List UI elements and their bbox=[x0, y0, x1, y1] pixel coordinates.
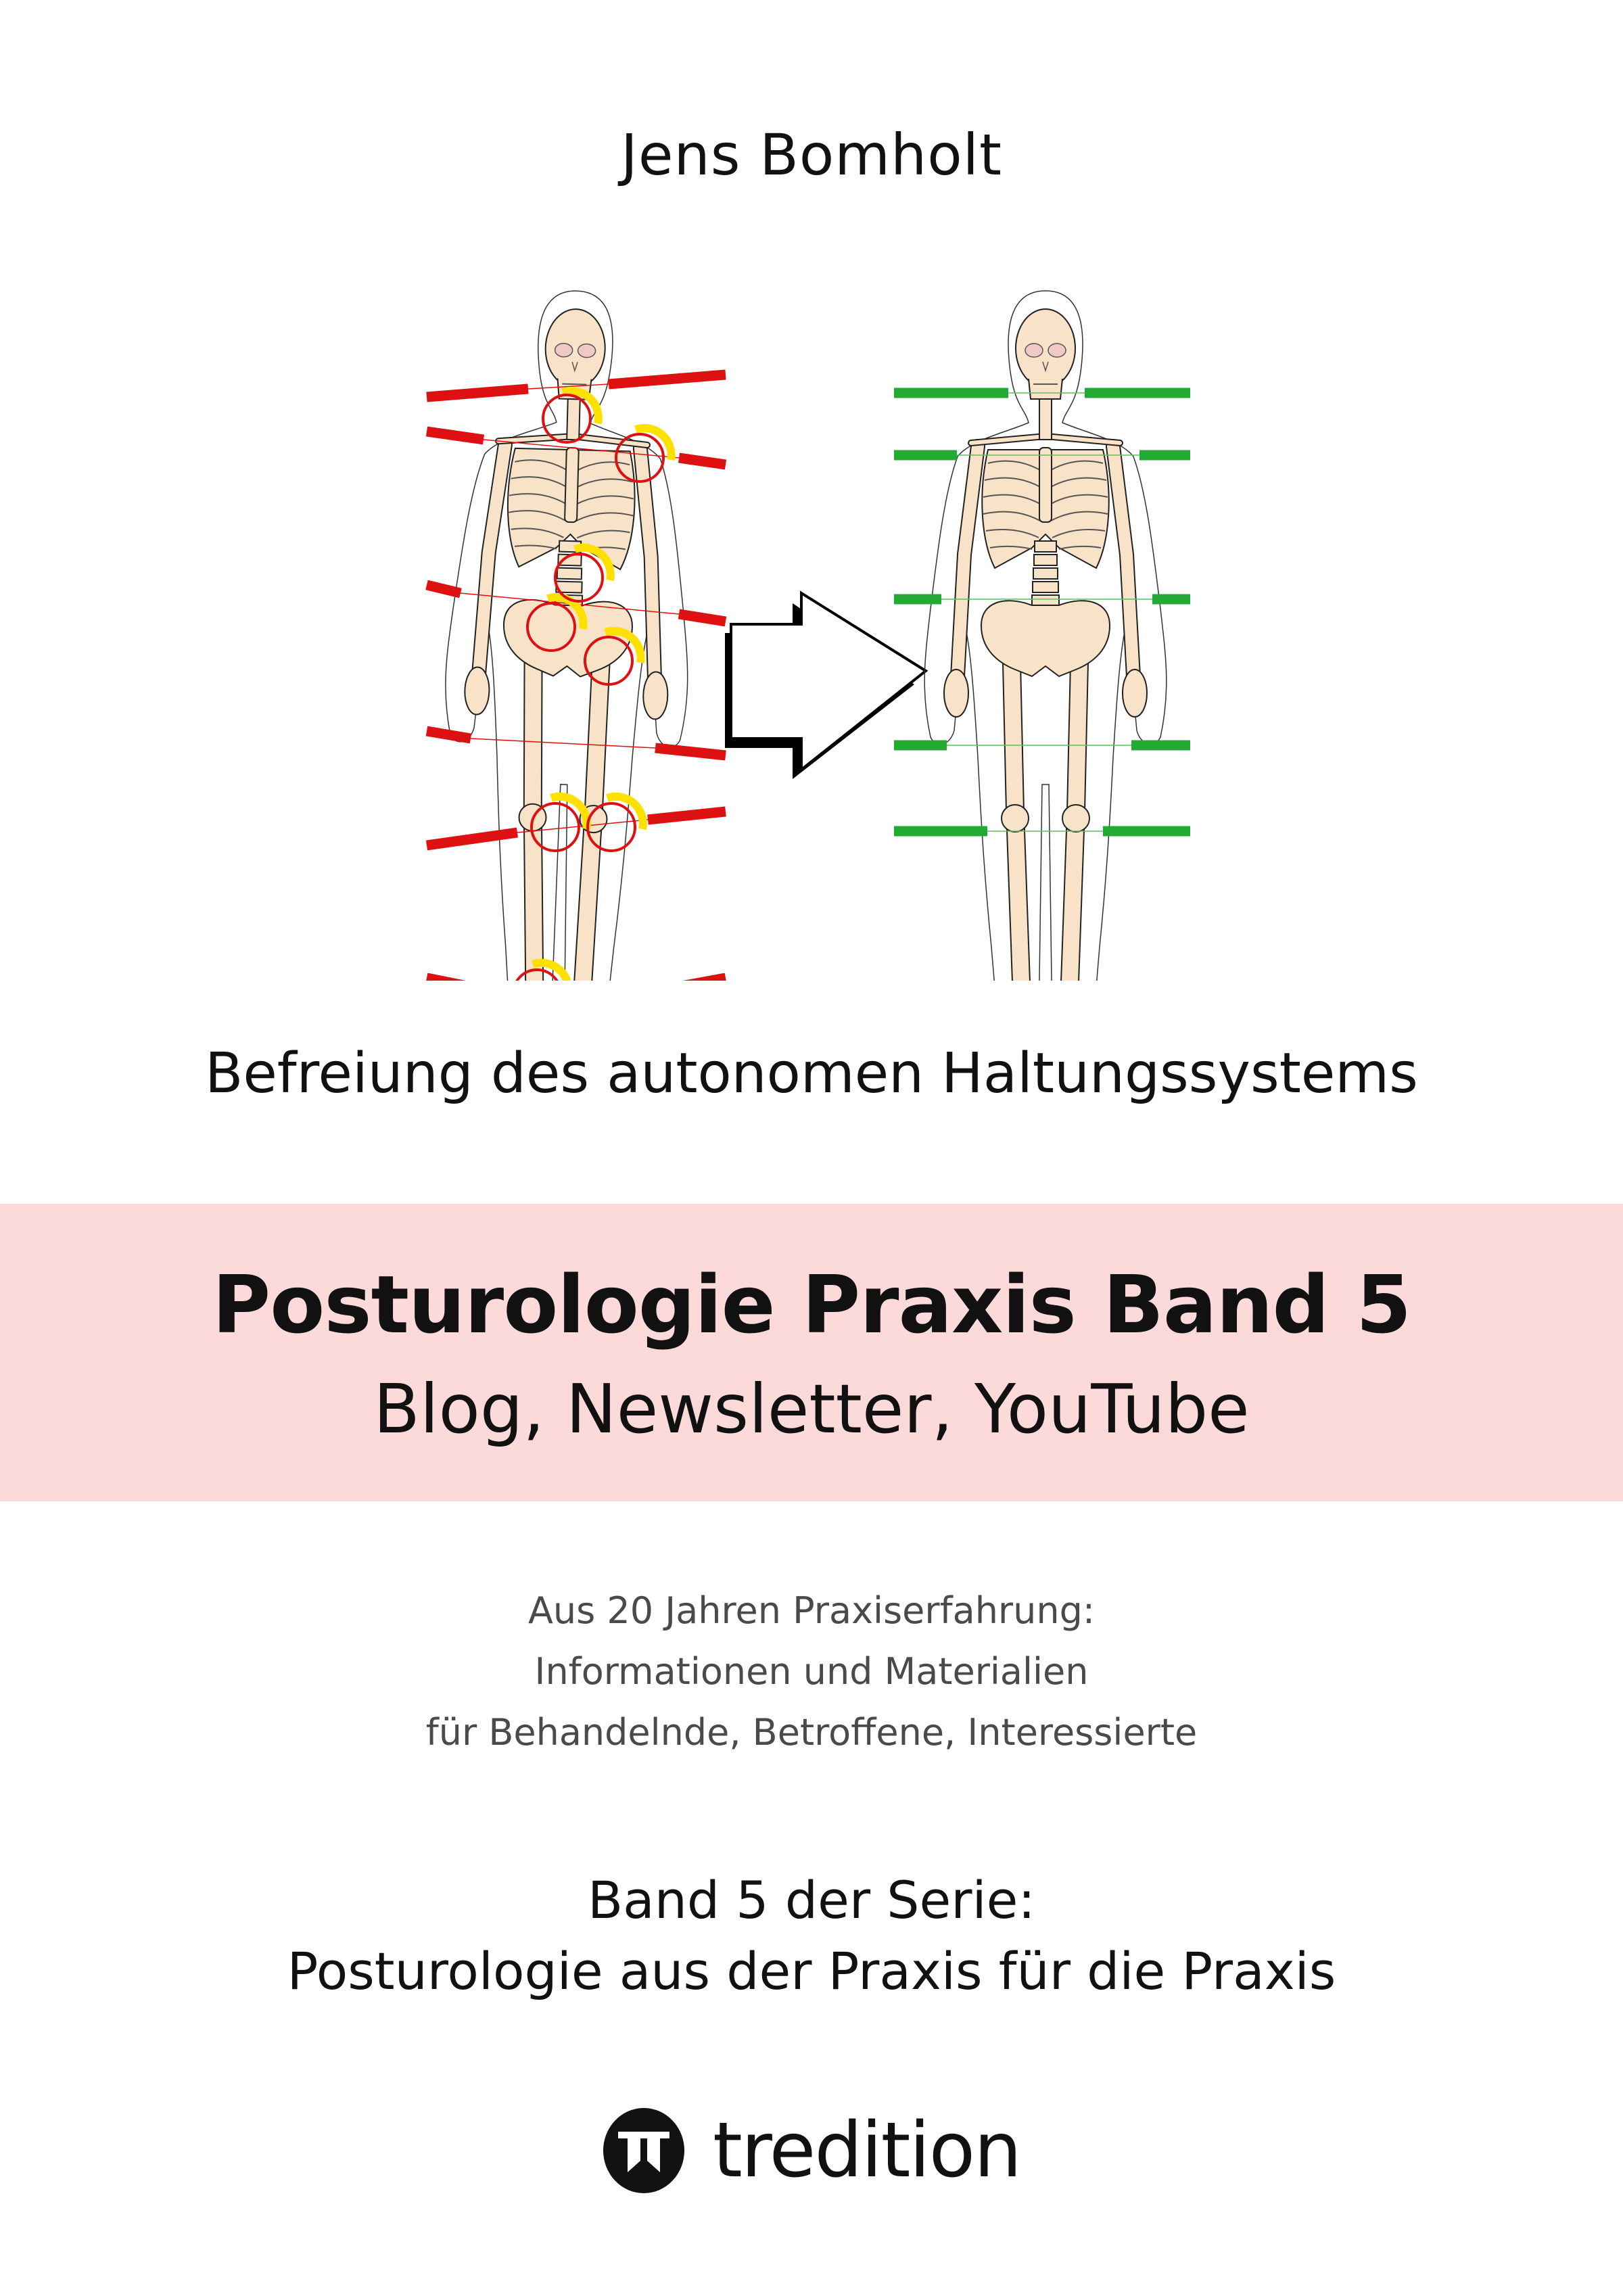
rotation-markers bbox=[515, 386, 676, 981]
publisher-logo: tredition bbox=[602, 2107, 1022, 2195]
series-line: Posturologie aus der Praxis für die Prax… bbox=[287, 1941, 1336, 2001]
subtitle: Befreiung des autonomen Haltungssystems bbox=[205, 1041, 1418, 1106]
author-name: Jens Bomholt bbox=[621, 122, 1002, 188]
alignment-bars bbox=[894, 388, 1190, 837]
description-line: für Behandelnde, Betroffene, Interessier… bbox=[425, 1711, 1198, 1754]
book-title: Posturologie Praxis Band 5 bbox=[212, 1258, 1411, 1351]
arrow-icon bbox=[725, 590, 928, 779]
series-line: Band 5 der Serie: bbox=[588, 1870, 1035, 1930]
book-title-sub: Blog, Newsletter, YouTube bbox=[373, 1369, 1250, 1449]
publisher-name: tredition bbox=[713, 2107, 1022, 2195]
title-band bbox=[0, 1204, 1623, 1501]
description-line: Aus 20 Jahren Praxiserfahrung: bbox=[527, 1589, 1096, 1632]
description-line: Informationen und Materialien bbox=[534, 1650, 1089, 1693]
posture-illustration bbox=[425, 271, 1190, 981]
tredition-logo-icon bbox=[603, 2108, 684, 2193]
misalignment-bars bbox=[425, 369, 727, 981]
